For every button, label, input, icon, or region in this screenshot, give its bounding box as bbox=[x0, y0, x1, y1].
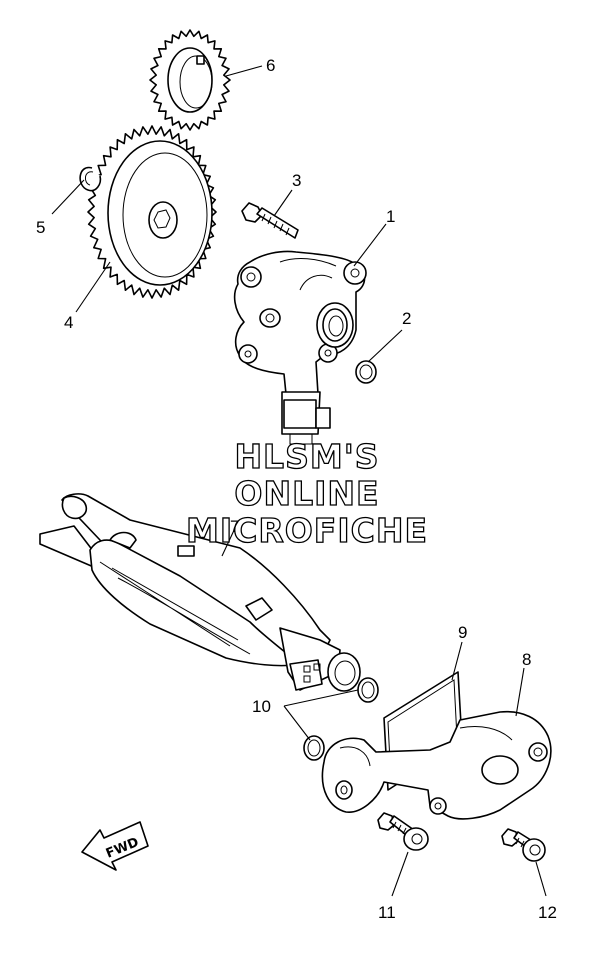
watermark-line-1: HLSM'S bbox=[234, 437, 379, 476]
callout-6: 6 bbox=[266, 56, 275, 75]
part-4-large-gear[interactable] bbox=[87, 125, 217, 299]
callout-3: 3 bbox=[292, 171, 301, 190]
part-6-small-gear[interactable] bbox=[149, 29, 231, 131]
callout-8: 8 bbox=[522, 650, 531, 669]
watermark: HLSM'S ONLINE MICROFICHE bbox=[185, 436, 428, 550]
part-3-bolt[interactable] bbox=[241, 202, 299, 239]
watermark-line-3: MICROFICHE bbox=[186, 511, 428, 550]
callout-10: 10 bbox=[252, 697, 271, 716]
leader-lines bbox=[51, 65, 547, 897]
part-2-o-ring[interactable] bbox=[355, 360, 377, 384]
part-5-circlip[interactable] bbox=[79, 166, 102, 192]
part-7-oil-strainer[interactable] bbox=[39, 493, 361, 692]
callout-7: 7 bbox=[230, 517, 239, 536]
fwd-arrow-icon: FWD bbox=[81, 821, 149, 871]
part-12-bolt[interactable] bbox=[501, 828, 546, 862]
callout-1: 1 bbox=[386, 207, 395, 226]
callout-5: 5 bbox=[36, 218, 45, 237]
part-8-housing[interactable] bbox=[321, 710, 552, 820]
part-10-o-rings[interactable] bbox=[303, 677, 379, 761]
part-1-oil-pump[interactable] bbox=[233, 250, 367, 445]
callout-12: 12 bbox=[538, 903, 557, 922]
part-11-bolt[interactable] bbox=[377, 812, 429, 851]
watermark-line-2: ONLINE bbox=[234, 474, 379, 513]
callout-11: 11 bbox=[378, 903, 396, 922]
callout-2: 2 bbox=[402, 309, 411, 328]
callout-4: 4 bbox=[64, 313, 73, 332]
callout-9: 9 bbox=[458, 623, 467, 642]
